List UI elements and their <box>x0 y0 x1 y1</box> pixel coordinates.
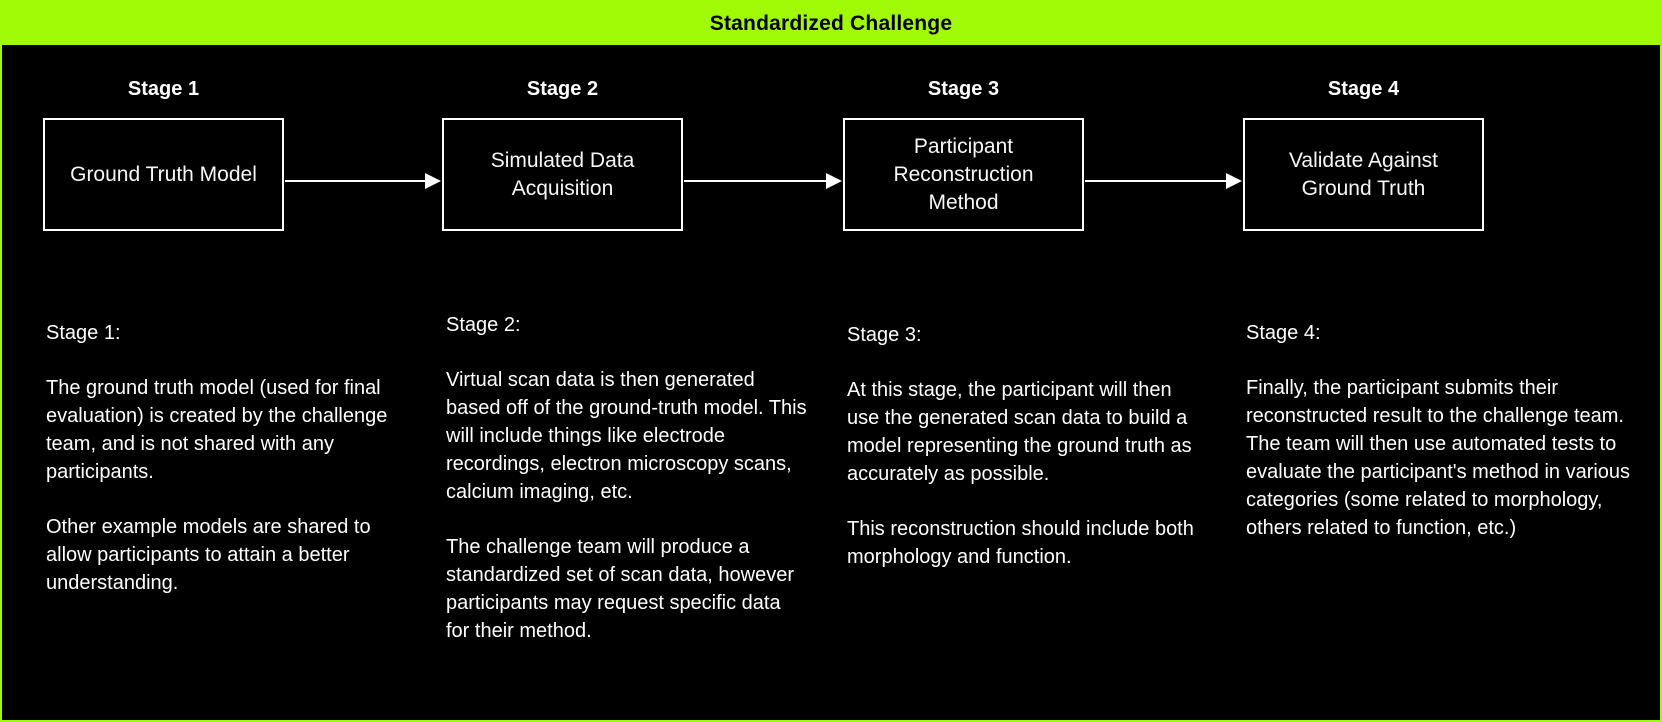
title-bar: Standardized Challenge <box>2 2 1660 45</box>
stage-1-desc-heading: Stage 1: <box>46 322 121 344</box>
stage-2-description: Stage 2: Virtual scan data is then gener… <box>446 311 808 672</box>
arrow-line <box>1085 180 1229 182</box>
flow-arrow-2 <box>684 173 842 189</box>
stage-2-box-label: Simulated Data Acquisition <box>490 148 635 200</box>
stage-2-box: Simulated Data Acquisition <box>442 118 683 231</box>
desc-paragraph: The challenge team will produce a standa… <box>446 536 794 642</box>
arrow-line <box>285 180 428 182</box>
flow-arrow-3 <box>1085 173 1242 189</box>
arrow-head-icon <box>425 173 441 189</box>
stage-3-box: Participant Reconstruction Method <box>843 118 1084 231</box>
desc-paragraph: This reconstruction should include both … <box>847 518 1194 568</box>
stage-2-label: Stage 2 <box>526 78 599 100</box>
stage-4-box: Validate Against Ground Truth <box>1243 118 1484 231</box>
stage-3-label: Stage 3 <box>927 78 1000 100</box>
arrow-line <box>684 180 829 182</box>
stage-3-description: Stage 3: At this stage, the participant … <box>847 321 1199 598</box>
desc-paragraph: The ground truth model (used for final e… <box>46 377 388 483</box>
desc-paragraph: Other example models are shared to allow… <box>46 516 371 594</box>
stage-4-desc-heading: Stage 4: <box>1246 322 1321 344</box>
stage-4-description: Stage 4: Finally, the participant submit… <box>1246 319 1638 569</box>
diagram-title: Standardized Challenge <box>709 11 953 35</box>
stage-3-box-label: Participant Reconstruction Method <box>893 134 1034 214</box>
stage-1-description: Stage 1: The ground truth model (used fo… <box>46 319 398 624</box>
desc-paragraph: Virtual scan data is then generated base… <box>446 369 807 503</box>
stage-4-box-label: Validate Against Ground Truth <box>1288 148 1439 200</box>
stage-1-box: Ground Truth Model <box>43 118 284 231</box>
desc-paragraph: Finally, the participant submits their r… <box>1246 377 1631 539</box>
arrow-head-icon <box>1226 173 1242 189</box>
stage-1-box-label: Ground Truth Model <box>70 162 257 186</box>
desc-paragraph: At this stage, the participant will then… <box>847 379 1192 485</box>
flow-arrow-1 <box>285 173 441 189</box>
stage-1-label: Stage 1 <box>127 78 200 100</box>
arrow-head-icon <box>826 173 842 189</box>
stage-4-label: Stage 4 <box>1327 78 1400 100</box>
stage-2-desc-heading: Stage 2: <box>446 314 521 336</box>
stage-3-desc-heading: Stage 3: <box>847 324 922 346</box>
